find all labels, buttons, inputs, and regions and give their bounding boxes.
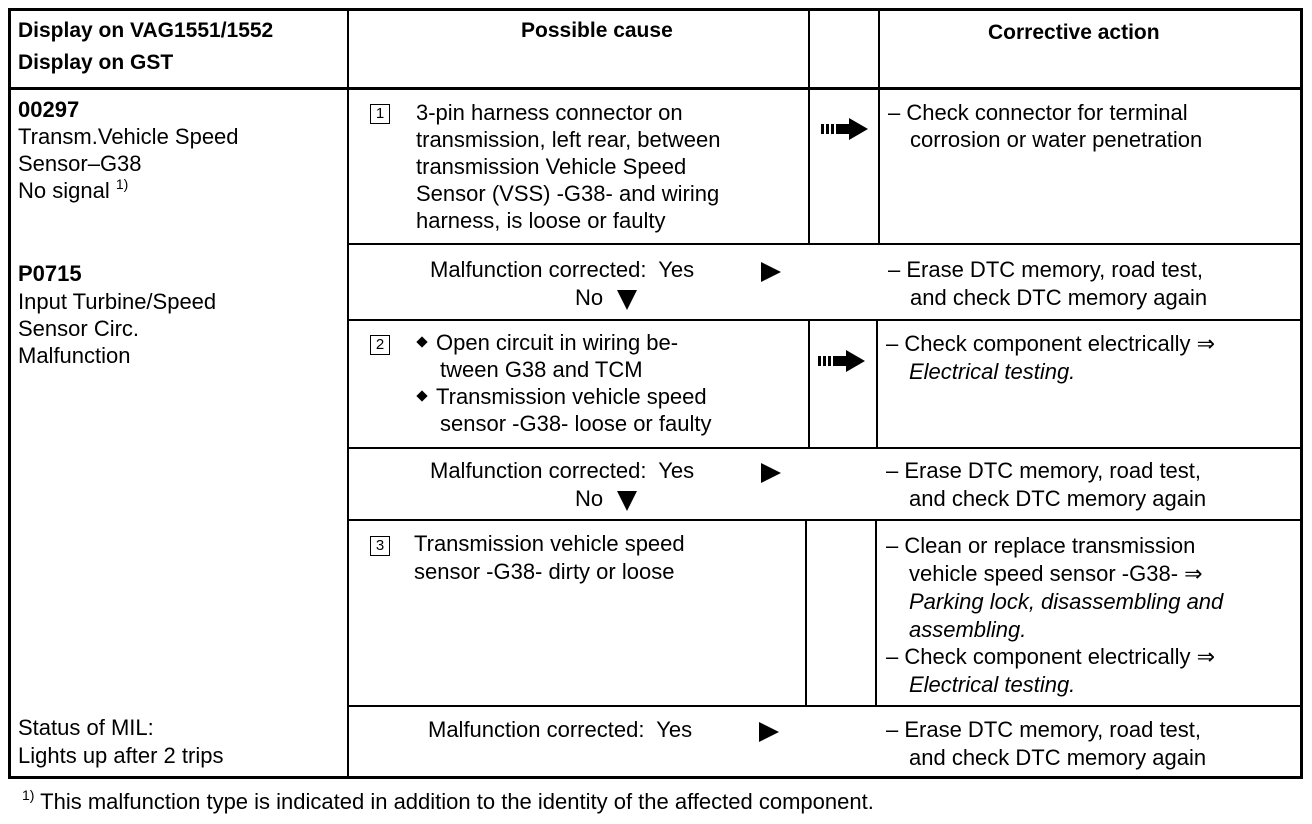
step-3-number: 3 [370, 533, 390, 561]
header-col1-line1: Display on VAG1551/1552 [18, 19, 274, 42]
col-divider-2-b [808, 320, 810, 448]
step-1-cause-line2: transmission, left rear, between [416, 127, 721, 152]
mil-status-line2: Lights up after 2 trips [18, 743, 224, 768]
header-corrective-action: Corrective action [988, 21, 1160, 44]
step-1-cause-line3: transmission Vehicle Speed [416, 154, 687, 179]
no-triangle-icon [617, 491, 637, 511]
dtc-desc-2-line2: Sensor Circ. [18, 316, 140, 341]
corrected-1-action-line2: and check DTC memory again [910, 285, 1208, 310]
corrected-1-action-line1: – Erase DTC memory, road test, [888, 257, 1204, 282]
col-divider-2-a [808, 8, 810, 244]
row-divider-4 [347, 519, 1303, 521]
bullet-icon [416, 336, 428, 348]
yes-triangle-icon [761, 463, 781, 483]
step-1-action-line1: – Check connector for terminal [888, 100, 1188, 125]
footnote-marker: 1) [22, 787, 35, 803]
row-divider-5 [347, 705, 1303, 707]
step-3-action-line5: – Check component electrically ⇒ [886, 644, 1216, 669]
table-border-bottom [8, 776, 1303, 779]
step-2-action-line1: – Check component electrically ⇒ [886, 331, 1216, 356]
step-1-cause-line1: 3-pin harness connector on [416, 100, 683, 125]
step-1-cause-line5: harness, is loose or faulty [416, 208, 666, 233]
yes-triangle-icon [761, 262, 781, 282]
step-3-action-line3: Parking lock, disassembling and [909, 589, 1224, 614]
arrow-right-icon [821, 118, 868, 140]
bullet-icon [416, 390, 428, 402]
dtc-desc-2-line3: Malfunction [18, 343, 131, 368]
corrected-1-label: Malfunction corrected: Yes [430, 257, 695, 282]
dtc-desc-1-line3: No signal 1) [18, 177, 128, 205]
step-2-number: 2 [370, 332, 390, 360]
corrected-1-no: No [575, 285, 604, 310]
footnote-ref: 1) [115, 176, 129, 192]
dtc-desc-2-line1: Input Turbine/Speed [18, 289, 217, 314]
col-divider-3-c [875, 520, 877, 706]
arrow-right-icon [818, 350, 865, 372]
corrected-2-no: No [575, 486, 604, 511]
step-2-action-line2: Electrical testing. [909, 359, 1076, 384]
no-triangle-icon [617, 290, 637, 310]
dtc-code-p0715: P0715 [18, 261, 82, 286]
corrected-2-action-line2: and check DTC memory again [909, 486, 1207, 511]
mil-status-line1: Status of MIL: [18, 715, 154, 740]
corrected-3-label: Malfunction corrected: Yes [428, 717, 693, 742]
yes-triangle-icon [759, 722, 779, 742]
col-divider-1 [347, 8, 349, 778]
table-border-right [1300, 8, 1303, 778]
header-divider [8, 87, 1303, 90]
step-3-action-line6: Electrical testing. [909, 672, 1076, 697]
step-3-cause-line2: sensor -G38- dirty or loose [414, 559, 675, 584]
table-border-top [8, 8, 1303, 11]
no-signal-text: No signal [18, 178, 110, 203]
col-divider-3-b [876, 320, 878, 448]
step-1-number: 1 [370, 101, 390, 129]
corrected-3-action-line1: – Erase DTC memory, road test, [886, 717, 1202, 742]
corrected-2-label: Malfunction corrected: Yes [430, 458, 695, 483]
step-2-cause-line3: Transmission vehicle speed [416, 383, 707, 411]
header-possible-cause: Possible cause [521, 19, 673, 42]
dtc-desc-1-line2: Sensor–G38 [18, 151, 142, 176]
step-1-action-line2: corrosion or water penetration [910, 127, 1203, 152]
row-divider-3 [347, 447, 1303, 449]
dtc-code-00297: 00297 [18, 97, 80, 122]
step-3-action-line1: – Clean or replace transmission [886, 533, 1196, 558]
header-col1-line2: Display on GST [18, 51, 174, 74]
step-2-cause-line2: tween G38 and TCM [440, 357, 643, 382]
step-3-cause-line1: Transmission vehicle speed [414, 531, 685, 556]
step-2-cause-line4: sensor -G38- loose or faulty [440, 411, 712, 436]
step-2-cause-line1: Open circuit in wiring be- [416, 329, 678, 357]
col-divider-2-c [805, 520, 807, 706]
col-divider-3-a [878, 8, 880, 244]
row-divider-1 [347, 243, 1303, 245]
dtc-desc-1-line1: Transm.Vehicle Speed [18, 124, 239, 149]
corrected-2-action-line1: – Erase DTC memory, road test, [886, 458, 1202, 483]
footnote-text: This malfunction type is indicated in ad… [34, 789, 874, 814]
step-3-action-line4: assembling. [909, 617, 1027, 642]
table-border-left [8, 8, 11, 778]
row-divider-2 [347, 319, 1303, 321]
footnote: 1) This malfunction type is indicated in… [22, 788, 874, 816]
corrected-3-action-line2: and check DTC memory again [909, 745, 1207, 770]
step-1-cause-line4: Sensor (VSS) -G38- and wiring [416, 181, 720, 206]
step-3-action-line2: vehicle speed sensor -G38- ⇒ [909, 561, 1203, 586]
